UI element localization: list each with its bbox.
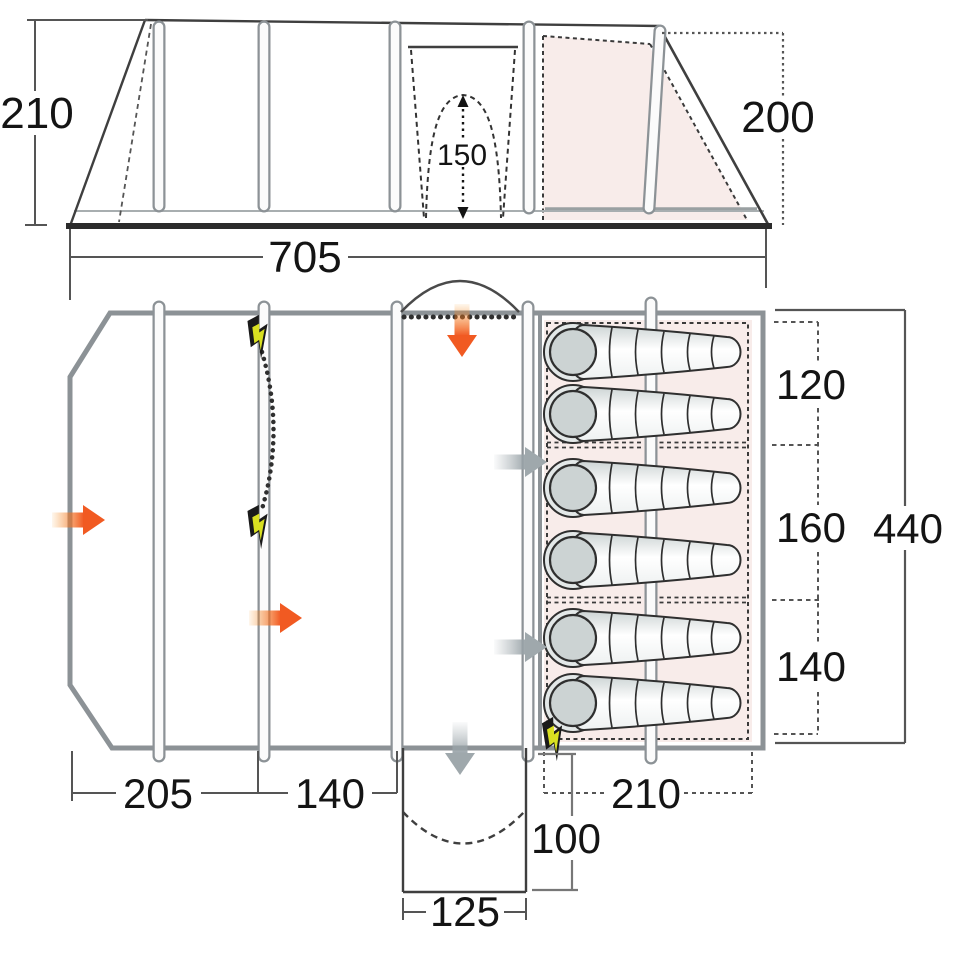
dim-side-length	[69, 229, 767, 300]
right-slope	[657, 25, 771, 227]
dim-total-width	[775, 308, 907, 745]
dim-comp-mid-label: 160	[776, 504, 846, 551]
dim-porch-depth	[532, 752, 578, 892]
interior-door-zipper	[259, 349, 276, 512]
dim-side-length-label: 705	[268, 233, 341, 282]
outer-wall	[67, 310, 766, 751]
dim-side-height-left-label: 210	[0, 89, 73, 138]
porch-door-arc	[402, 809, 527, 845]
floor-plan-view: 205 140 210 100 125	[52, 279, 943, 935]
dim-side-height-left	[25, 19, 148, 226]
dim-side-height-right	[662, 31, 785, 225]
dim-living-sections	[71, 751, 398, 801]
dim-bedroom-width-label: 210	[611, 770, 681, 817]
dim-living-2-label: 140	[295, 770, 365, 817]
dim-living-1-label: 205	[123, 770, 193, 817]
dim-door-height-label: 150	[437, 139, 487, 172]
dim-porch-depth-label: 100	[531, 815, 601, 862]
tent-poles-plan	[152, 296, 658, 765]
tent-poles-elevation	[152, 20, 667, 215]
dim-porch-width	[402, 898, 527, 920]
front-door-arc	[400, 279, 520, 313]
dim-total-width-label: 440	[873, 505, 943, 552]
interior-door-arrow-icon	[249, 603, 302, 633]
door-height-arrow	[457, 95, 469, 219]
dim-bedroom-width	[543, 752, 753, 794]
dim-side-height-right-label: 200	[741, 93, 814, 142]
dim-porch-width-label: 125	[430, 888, 500, 935]
dim-bedroom-compartments	[772, 321, 820, 735]
porch	[401, 748, 528, 894]
dim-comp-bottom-label: 140	[776, 643, 846, 690]
side-entrance-arrow-icon	[52, 505, 105, 535]
side-elevation-view: 150 210 200 705	[0, 18, 815, 300]
elevation-bedroom-area	[543, 36, 748, 220]
left-slope	[68, 19, 147, 227]
elevation-door: 150	[408, 45, 518, 219]
dim-comp-top-label: 120	[776, 361, 846, 408]
roof-line	[144, 18, 660, 28]
